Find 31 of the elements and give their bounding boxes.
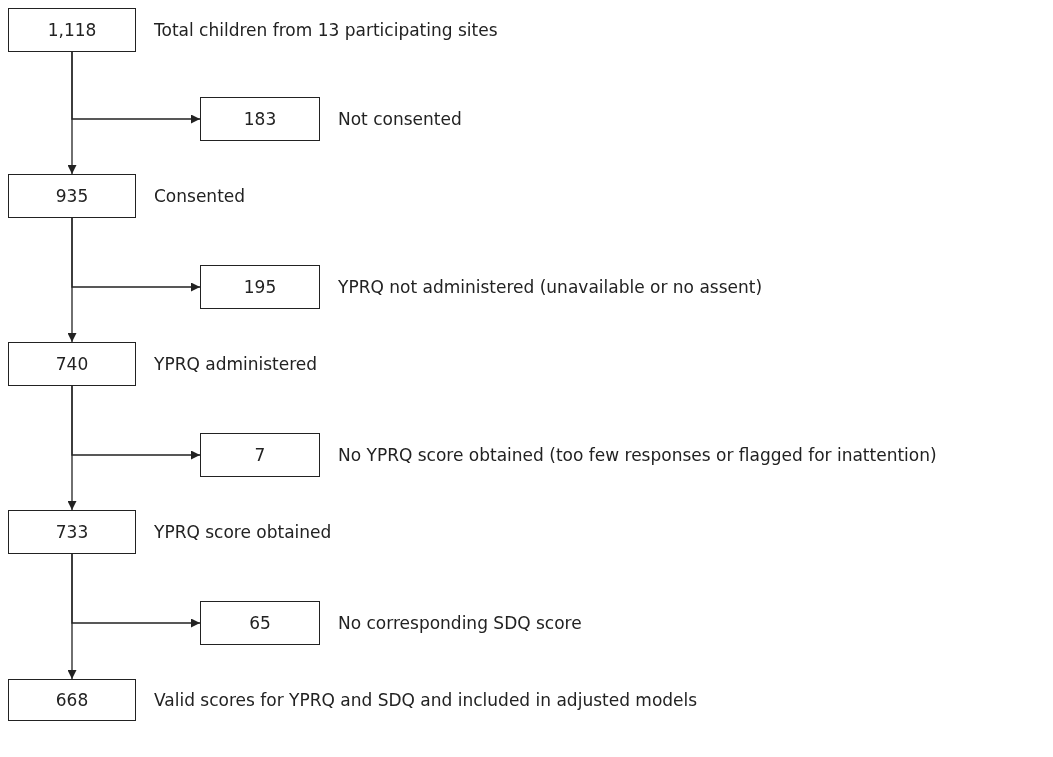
arrow bbox=[71, 385, 201, 460]
count-box bbox=[200, 265, 320, 309]
count-number: 65 bbox=[249, 613, 271, 633]
step-description: YPRQ not administered (unavailable or no assent) bbox=[338, 278, 763, 296]
step-description: YPRQ score obtained bbox=[154, 523, 332, 541]
count-box bbox=[200, 97, 320, 141]
count-box bbox=[8, 174, 136, 218]
count-number: 195 bbox=[243, 277, 277, 297]
arrow bbox=[71, 217, 201, 292]
step-description: Consented bbox=[154, 187, 246, 205]
count-box bbox=[8, 510, 136, 554]
step-description: YPRQ administered bbox=[154, 355, 318, 373]
arrow bbox=[71, 51, 201, 124]
count-number: 740 bbox=[55, 354, 89, 374]
count-box bbox=[200, 433, 320, 477]
count-number: 733 bbox=[55, 522, 89, 542]
step-description: No YPRQ score obtained (too few responses or flagged for inattention) bbox=[338, 446, 937, 464]
step-description: Not consented bbox=[338, 110, 462, 128]
count-number: 935 bbox=[55, 186, 89, 206]
count-box bbox=[8, 8, 136, 52]
step-description: Valid scores for YPRQ and SDQ and included in adjusted models bbox=[154, 691, 698, 709]
step-description: No corresponding SDQ score bbox=[338, 614, 582, 632]
count-number: 668 bbox=[55, 690, 89, 710]
count-box bbox=[8, 342, 136, 386]
step-description: Total children from 13 participating sites bbox=[154, 21, 498, 39]
count-number: 7 bbox=[254, 445, 266, 465]
count-number: 183 bbox=[243, 109, 277, 129]
count-number: 1,118 bbox=[47, 20, 97, 40]
count-box bbox=[200, 601, 320, 645]
count-box bbox=[8, 679, 136, 721]
arrow bbox=[71, 553, 201, 628]
